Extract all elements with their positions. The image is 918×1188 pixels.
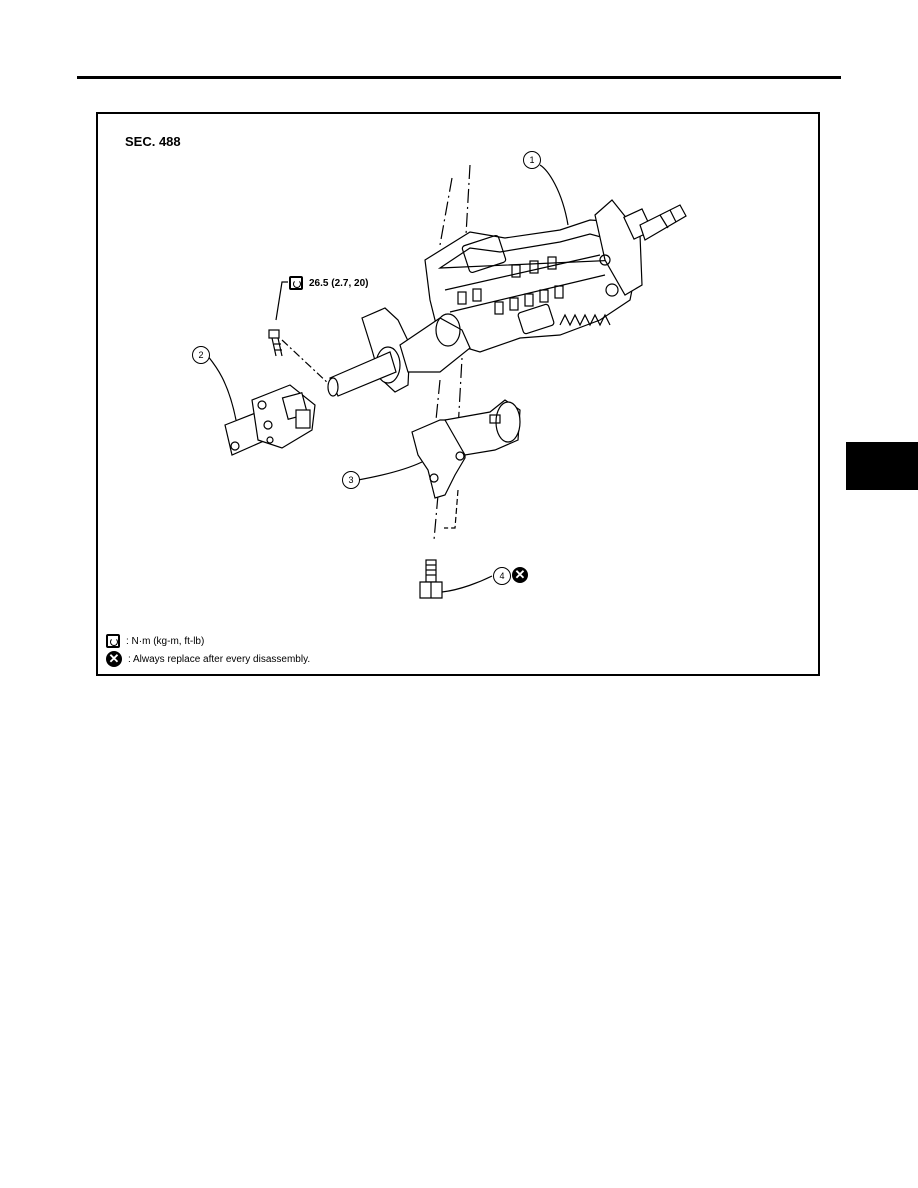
always-replace-icon: ✕: [106, 651, 122, 667]
leader-line-3: [357, 461, 423, 481]
shaft-axis-left: [281, 339, 331, 386]
steering-lock: [411, 399, 521, 499]
callout-2: 2: [192, 346, 210, 364]
centerline-lower: [433, 494, 439, 541]
legend-replace-text: : Always replace after every disassembly…: [128, 653, 311, 665]
leader-line-1: [539, 164, 569, 226]
legend-torque-text: : N·m (kg-m, ft-lb): [126, 635, 205, 647]
torque-leader: [275, 281, 288, 321]
callout-3: 3: [342, 471, 360, 489]
section-tab: [846, 442, 918, 490]
always-replace-icon: ✕: [512, 567, 528, 583]
header-rule: [77, 76, 841, 79]
centerline-mid-2: [457, 339, 464, 431]
leader-line-2: [206, 354, 237, 421]
leader-line-4: [441, 575, 493, 593]
legend-replace: ✕ : Always replace after every disassemb…: [106, 650, 310, 668]
torque-wrench-icon: [106, 634, 120, 648]
torque-spec: 26.5 (2.7, 20): [309, 278, 369, 289]
steering-column-assembly: [327, 199, 687, 397]
callout-4: 4: [493, 567, 511, 585]
centerline-lower-2: [444, 489, 459, 529]
centerline-upper-2: [465, 164, 471, 236]
section-label: SEC. 488: [125, 134, 181, 149]
callout-1: 1: [523, 151, 541, 169]
shear-bolt: [419, 559, 443, 599]
torque-wrench-icon: [289, 276, 303, 290]
figure-frame: [96, 112, 820, 676]
legend-torque: : N·m (kg-m, ft-lb): [106, 632, 204, 650]
centerline-upper: [439, 177, 453, 246]
joint-bolt: [268, 329, 283, 357]
universal-joint: [224, 384, 316, 456]
